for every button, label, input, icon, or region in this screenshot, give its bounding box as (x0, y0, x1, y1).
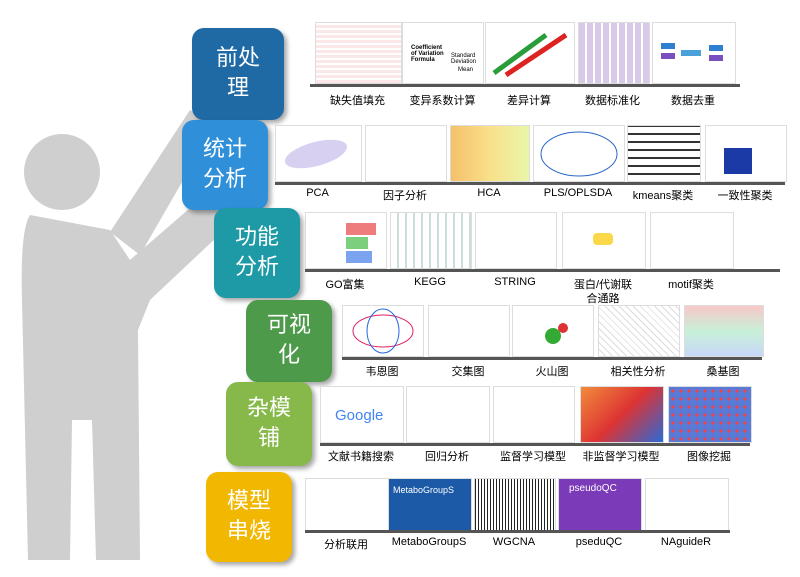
thumb-motif (650, 212, 734, 269)
thumb-metabogroups: MetaboGroupS (388, 478, 472, 532)
row-baseline (305, 269, 780, 272)
thumb-factor (365, 125, 447, 182)
row-functional: GO富集 KEGG STRING 蛋白/代谢联 合通路 motif聚类 (300, 212, 780, 305)
label: STRING (494, 276, 536, 288)
label: 一致性聚类 (717, 190, 773, 202)
label: 桑基图 (706, 366, 740, 378)
row-baseline (305, 530, 730, 533)
label: 相关性分析 (610, 366, 666, 378)
label: 蛋白/代谢联 (573, 279, 633, 291)
category-block-visualization: 可视 化 (246, 300, 332, 382)
thumb-google: Google (320, 386, 404, 443)
label: 差异计算 (507, 95, 551, 107)
thumb-naguider (645, 478, 729, 532)
thumb-unsupervised (580, 386, 664, 443)
category-block-preprocessing: 前处 理 (192, 28, 284, 120)
label: 监督学习模型 (500, 451, 566, 463)
thumb-supervised (493, 386, 575, 443)
row-visualization: 韦恩图 交集图 火山图 相关性分析 桑基图 (340, 305, 780, 380)
label: 交集图 (451, 366, 485, 378)
thumb-go (305, 212, 387, 269)
thumb-pseudoqc: pseudoQC (558, 478, 642, 532)
thumb-normalize (578, 22, 650, 84)
label: kmeans聚类 (632, 190, 694, 202)
label: 回归分析 (425, 451, 469, 463)
category-block-functional: 功能 分析 (214, 208, 300, 298)
label: MetaboGroupS (391, 536, 467, 548)
label: 数据去重 (671, 95, 715, 107)
category-block-misc: 杂模 铺 (226, 382, 312, 466)
thumb-image-mining (668, 386, 752, 443)
thumb-upset (428, 305, 510, 357)
category-block-model: 模型 串烧 (206, 472, 292, 562)
thumb-kegg (390, 212, 472, 269)
row-statistics: PCA 因子分析 HCA PLS/OPLSDA kmeans聚类 一致性聚类 (265, 125, 787, 202)
label: 缺失值填充 (330, 95, 385, 107)
row-baseline (275, 182, 785, 185)
category-block-statistics: 统计 分析 (182, 120, 268, 210)
label: 变异系数计算 (409, 95, 476, 107)
label: motif聚类 (668, 279, 714, 291)
row-model: MetaboGroupS pseudoQC 分析联用 MetaboGroupS … (300, 478, 770, 558)
thumb-regression (406, 386, 490, 443)
row-baseline (342, 357, 762, 360)
label: PLS/OPLSDA (543, 187, 613, 199)
row-baseline (310, 84, 740, 87)
label: 图像挖掘 (687, 451, 731, 463)
row-baseline (320, 443, 750, 446)
thumb-correlation (598, 305, 680, 357)
thumb-volcano (512, 305, 594, 357)
thumb-joint (562, 212, 646, 269)
thumb-venn (342, 305, 424, 357)
thumb-string (475, 212, 557, 269)
label: 文献书籍搜索 (328, 451, 394, 463)
thumb-diff (485, 22, 575, 84)
thumb-consensus (705, 125, 787, 182)
thumb-wgcna (474, 478, 556, 532)
label: pseduQC (575, 536, 623, 548)
label: 数据标准化 (585, 95, 640, 107)
row-misc: Google 文献书籍搜索 回归分析 监督学习模型 非监督学习模型 图像挖掘 (318, 386, 788, 466)
thumb-hca (450, 125, 530, 182)
label: NAguideR (660, 536, 712, 548)
label: 合通路 (586, 293, 620, 305)
thumb-sankey (684, 305, 764, 357)
thumb-kmeans (627, 125, 701, 182)
label: KEGG (414, 276, 446, 288)
label: PCA (306, 187, 329, 199)
thumb-combined (305, 478, 389, 532)
label: 非监督学习模型 (582, 451, 660, 463)
thumb-pls (533, 125, 625, 182)
label: 火山图 (535, 366, 569, 378)
row-preprocessing: Coefficient of Variation Formula Standar… (300, 22, 740, 112)
label: HCA (477, 187, 501, 199)
label: 韦恩图 (365, 366, 399, 378)
thumb-dedup (652, 22, 736, 84)
thumb-cv: Coefficient of Variation Formula Standar… (402, 22, 484, 84)
label: 分析联用 (324, 539, 368, 551)
thumb-pca (275, 125, 362, 182)
label: 因子分析 (383, 190, 427, 202)
thumb-missing-fill (315, 22, 402, 84)
label: WGCNA (492, 536, 536, 548)
label: GO富集 (325, 279, 365, 291)
